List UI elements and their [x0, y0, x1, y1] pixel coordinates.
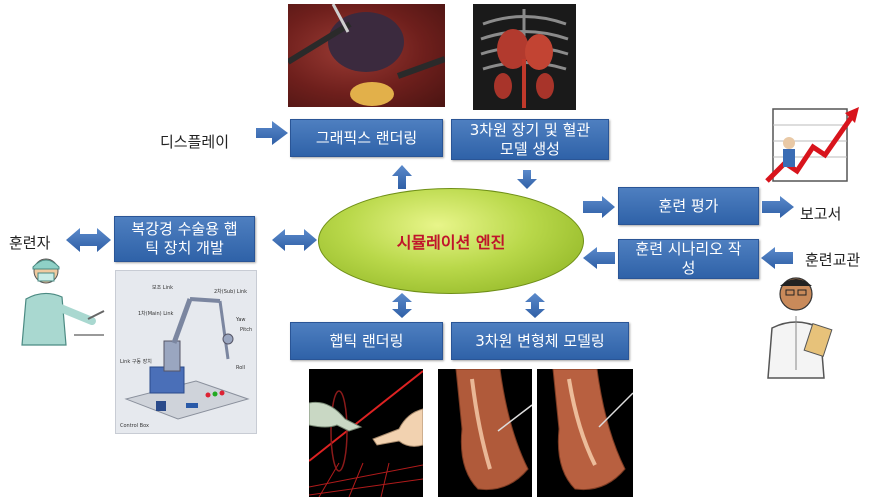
- organ-model-box: 3차원 장기 및 혈관 모델 생성: [451, 119, 609, 160]
- haptic-hands-illustration: [309, 370, 423, 497]
- scenario-box: 훈련 시나리오 작성: [618, 239, 759, 279]
- part-label-aux-link: 보조 Link: [152, 285, 173, 291]
- haptic-device-box: 복강경 수술용 햅틱 장치 개발: [114, 216, 255, 262]
- part-label-roll: Roll: [236, 365, 245, 371]
- growth-chart-illustration: [765, 107, 859, 183]
- part-label-control-box: Control Box: [120, 423, 149, 429]
- arrow-from-model: [517, 170, 537, 189]
- arrow-to-display: [256, 121, 288, 145]
- haptic-device-drawing: 보조 Link 1차(Main) Link 2차(Sub) Link Yaw P…: [115, 270, 257, 434]
- surgery-image: [288, 4, 445, 107]
- arrow-engine-deformable: [525, 293, 545, 318]
- instructor-illustration: [767, 277, 833, 379]
- arrow-to-eval: [583, 196, 615, 218]
- haptic-rendering-box: 햅틱 랜더링: [290, 322, 443, 360]
- arrow-engine-haptic-device: [272, 229, 317, 251]
- haptic-hands-image: [309, 369, 423, 497]
- arrow-from-scenario: [583, 247, 615, 269]
- part-label-sub-link: 2차(Sub) Link: [214, 288, 247, 295]
- trainer-image: [14, 255, 106, 347]
- display-label: 디스플레이: [160, 133, 230, 151]
- deformable-model-image-1: [438, 369, 532, 497]
- arrow-trainer-haptic-device: [66, 228, 111, 252]
- graphics-rendering-box: 그래픽스 랜더링: [290, 119, 443, 157]
- simulation-engine: 시뮬레이션 엔진: [318, 188, 584, 294]
- deformable-model-box: 3차원 변형체 모델링: [451, 322, 629, 360]
- arrow-engine-haptic-rendering: [392, 293, 412, 318]
- deformable-tissue-illustration-2: [552, 369, 633, 491]
- part-label-yaw: Yaw: [235, 317, 246, 323]
- organ-vessel-illustration: [480, 9, 569, 108]
- part-label-main-link: 1차(Main) Link: [138, 310, 174, 317]
- instructor-label: 훈련교관: [805, 251, 861, 269]
- trainer-illustration: [21, 258, 105, 346]
- haptic-device-illustration: 보조 Link 1차(Main) Link 2차(Sub) Link Yaw P…: [120, 285, 252, 429]
- part-label-pitch: Pitch: [240, 327, 252, 333]
- deformable-model-image-2: [537, 369, 633, 497]
- chart-growth-image: [765, 103, 862, 186]
- organ-vessel-image: [473, 4, 576, 110]
- engine-label: 시뮬레이션 엔진: [396, 233, 506, 252]
- arrow-to-report: [762, 196, 794, 218]
- arrow-from-instructor: [761, 247, 793, 269]
- part-label-link-drive: Link 구동 장치: [120, 358, 152, 365]
- arrow-to-graphics: [392, 165, 412, 189]
- instructor-image: [756, 270, 838, 380]
- report-label: 보고서: [800, 205, 842, 223]
- trainer-label: 훈련자: [9, 234, 51, 252]
- deformable-tissue-illustration-1: [455, 369, 532, 491]
- surgery-illustration: [288, 4, 445, 106]
- training-eval-box: 훈련 평가: [618, 187, 759, 225]
